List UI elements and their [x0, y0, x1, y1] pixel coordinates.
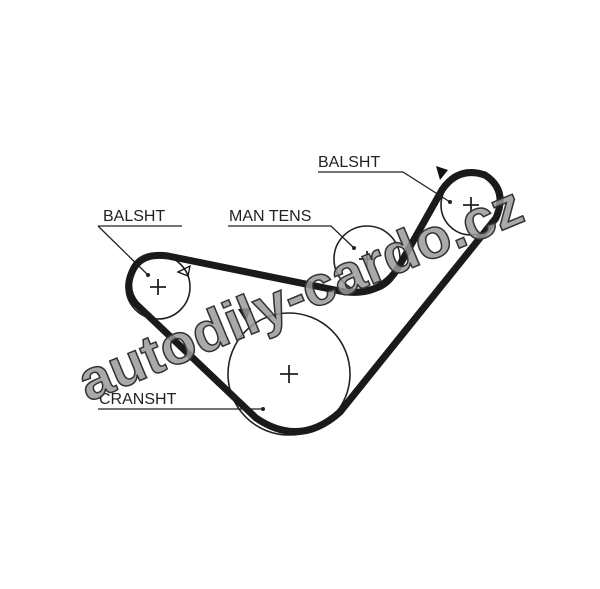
- label-balsht-left: BALSHT: [103, 208, 165, 225]
- center-cross-icon: [150, 279, 166, 295]
- center-cross-icon: [359, 251, 375, 267]
- center-cross-icon: [280, 365, 298, 383]
- crankshaft-pulley: [227, 312, 351, 436]
- direction-arrow-icon: [176, 264, 191, 277]
- center-cross-icon: [463, 197, 479, 213]
- leader-line: [228, 225, 355, 249]
- label-man-tens: MAN TENS: [229, 208, 311, 225]
- direction-arrow-icon: [238, 308, 251, 322]
- label-balsht-right: BALSHT: [318, 154, 380, 171]
- label-cranksht: CRANSHT: [99, 391, 177, 408]
- timing-belt: [125, 169, 504, 435]
- leader-line: [318, 171, 451, 203]
- leader-line: [97, 225, 182, 276]
- direction-arrow-icon: [436, 166, 448, 180]
